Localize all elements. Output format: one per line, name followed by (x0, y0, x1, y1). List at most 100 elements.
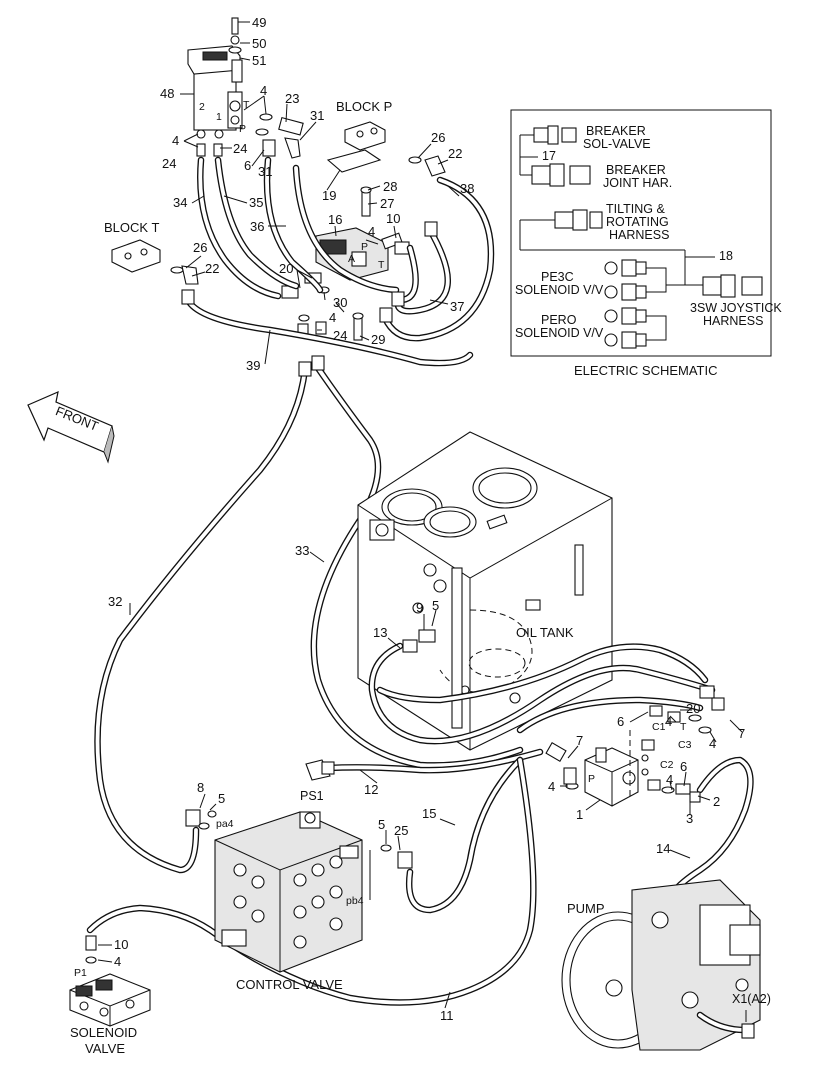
callout-4g: 4 (548, 779, 555, 794)
hose-15 (380, 756, 524, 914)
callout-4c: 4 (368, 224, 375, 239)
callout-36: 36 (250, 219, 264, 234)
callout-23: 23 (285, 91, 299, 106)
callout-25: 25 (394, 823, 408, 838)
callout-29: 29 (371, 332, 385, 347)
block1-port-p: P (588, 773, 595, 785)
solenoid-valve-label-1: SOLENOID (70, 1025, 137, 1040)
callout-50: 50 (252, 36, 266, 51)
callout-15: 15 (422, 806, 436, 821)
block-p-label: BLOCK P (336, 99, 392, 114)
callout-2: 2 (713, 794, 720, 809)
c3-label: C3 (678, 739, 692, 751)
pump (561, 879, 761, 1051)
hose-12 (305, 748, 544, 781)
pe3c-connectors (604, 259, 703, 301)
callout-7b: 7 (576, 733, 583, 748)
port-1-label: 1 (216, 111, 222, 123)
long-hoses (94, 355, 524, 874)
callout-39: 39 (246, 358, 260, 373)
block-t (111, 239, 199, 285)
callout-6a: 6 (244, 158, 251, 173)
callout-11: 11 (440, 1008, 454, 1023)
breaker-sol-valve-label-2: SOL-VALVE (583, 137, 651, 151)
callout-22a: 22 (448, 146, 462, 161)
callout-10a: 10 (386, 211, 400, 226)
port-p-label: P (239, 123, 246, 135)
port-2-label: 2 (199, 101, 205, 113)
solenoid-valve (69, 935, 151, 1027)
callout-51: 51 (252, 53, 266, 68)
callout-27: 27 (380, 196, 394, 211)
t-label-block1: T (680, 721, 687, 733)
callout-32: 32 (108, 594, 122, 609)
callout-31b: 31 (258, 164, 272, 179)
callout-4i: 4 (114, 954, 121, 969)
callout-49: 49 (252, 15, 266, 30)
callout-1: 1 (576, 807, 583, 822)
c1-label: C1 (652, 721, 666, 733)
p1-label: P1 (74, 967, 87, 979)
tilting-label-1: TILTING & (606, 202, 665, 216)
control-valve (214, 811, 371, 973)
callout-4a: 4 (260, 83, 267, 98)
ps1-label: PS1 (300, 789, 324, 803)
callout-numbers: 49 50 51 48 4 23 31 4 24 24 6 31 26 22 1… (108, 15, 745, 1023)
tilting-label-3: HARNESS (609, 228, 669, 242)
callout-5a: 5 (432, 598, 439, 613)
callout-38: 38 (460, 181, 474, 196)
callout-4e: 4 (665, 714, 672, 729)
block-p (326, 121, 446, 217)
callout-5b: 5 (218, 791, 225, 806)
tank-hoses (368, 629, 725, 745)
upper-hoses (181, 156, 495, 367)
callout-16: 16 (328, 212, 342, 227)
hose-11 (86, 756, 537, 1006)
port-p-label-2: P (361, 241, 368, 253)
callout-4d: 4 (329, 310, 336, 325)
c2-label: C2 (660, 759, 674, 771)
callout-3: 3 (686, 811, 693, 826)
callout-26a: 26 (431, 130, 445, 145)
callout-35: 35 (249, 195, 263, 210)
control-valve-label: CONTROL VALVE (236, 977, 343, 992)
joystick-label-2: HARNESS (703, 314, 763, 328)
callout-6b: 6 (617, 714, 624, 729)
block-t-label: BLOCK T (104, 220, 159, 235)
pero-label-2: SOLENOID V/V (515, 326, 604, 340)
callout-24c: 24 (333, 328, 347, 343)
callout-34: 34 (173, 195, 187, 210)
leader-lines (97, 93, 747, 1022)
tilting-rotating-connector (554, 209, 603, 231)
pump-label: PUMP (567, 901, 605, 916)
port-a-label: A (348, 253, 355, 265)
port-t-label: T (243, 99, 250, 111)
breaker-sol-valve-connector (527, 125, 577, 145)
callout-14: 14 (656, 841, 670, 856)
callout-22b: 22 (205, 261, 219, 276)
callout-19: 19 (322, 188, 336, 203)
callout-20a: 20 (279, 261, 293, 276)
electric-schematic: BREAKER SOL-VALVE 17 BREAKER JOINT HAR. … (510, 109, 782, 378)
callout-4h: 4 (666, 772, 673, 787)
breaker-joint-label-2: JOINT HAR. (603, 176, 672, 190)
schematic-frame (510, 109, 772, 357)
breaker-joint-label-1: BREAKER (606, 163, 666, 177)
breaker-sol-valve-label-1: BREAKER (586, 124, 646, 138)
pb4-label: pb4 (346, 895, 364, 907)
callout-26b: 26 (193, 240, 207, 255)
hose-14 (661, 756, 754, 904)
callout-24a: 24 (162, 156, 176, 171)
port-t-label-2: T (378, 259, 385, 271)
x1-label: X1(A2) (732, 992, 771, 1006)
solenoid-valve-label-2: VALVE (85, 1041, 125, 1056)
callout-10b: 10 (114, 937, 128, 952)
breaker-joint-connector (520, 163, 591, 187)
oil-tank-label: OIL TANK (516, 625, 574, 640)
callout-9: 9 (416, 600, 423, 615)
pedal-valve-assembly: 2 1 T P (180, 17, 304, 159)
ref-17: 17 (542, 149, 556, 163)
pe3c-label-1: PE3C (541, 270, 574, 284)
callout-28: 28 (383, 179, 397, 194)
callout-33: 33 (295, 543, 309, 558)
